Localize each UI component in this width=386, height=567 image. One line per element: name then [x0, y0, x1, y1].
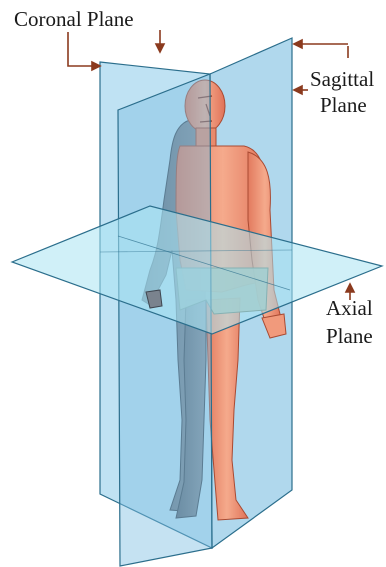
sagittal-plane-label-line2: Plane [320, 92, 367, 118]
coronal-plane-label: Coronal Plane [14, 6, 134, 32]
sagittal-plane-label-line1: Sagittal [310, 66, 374, 92]
axial-plane-label-line2: Plane [326, 323, 373, 349]
axial-plane-label-line1: Axial [326, 295, 373, 321]
